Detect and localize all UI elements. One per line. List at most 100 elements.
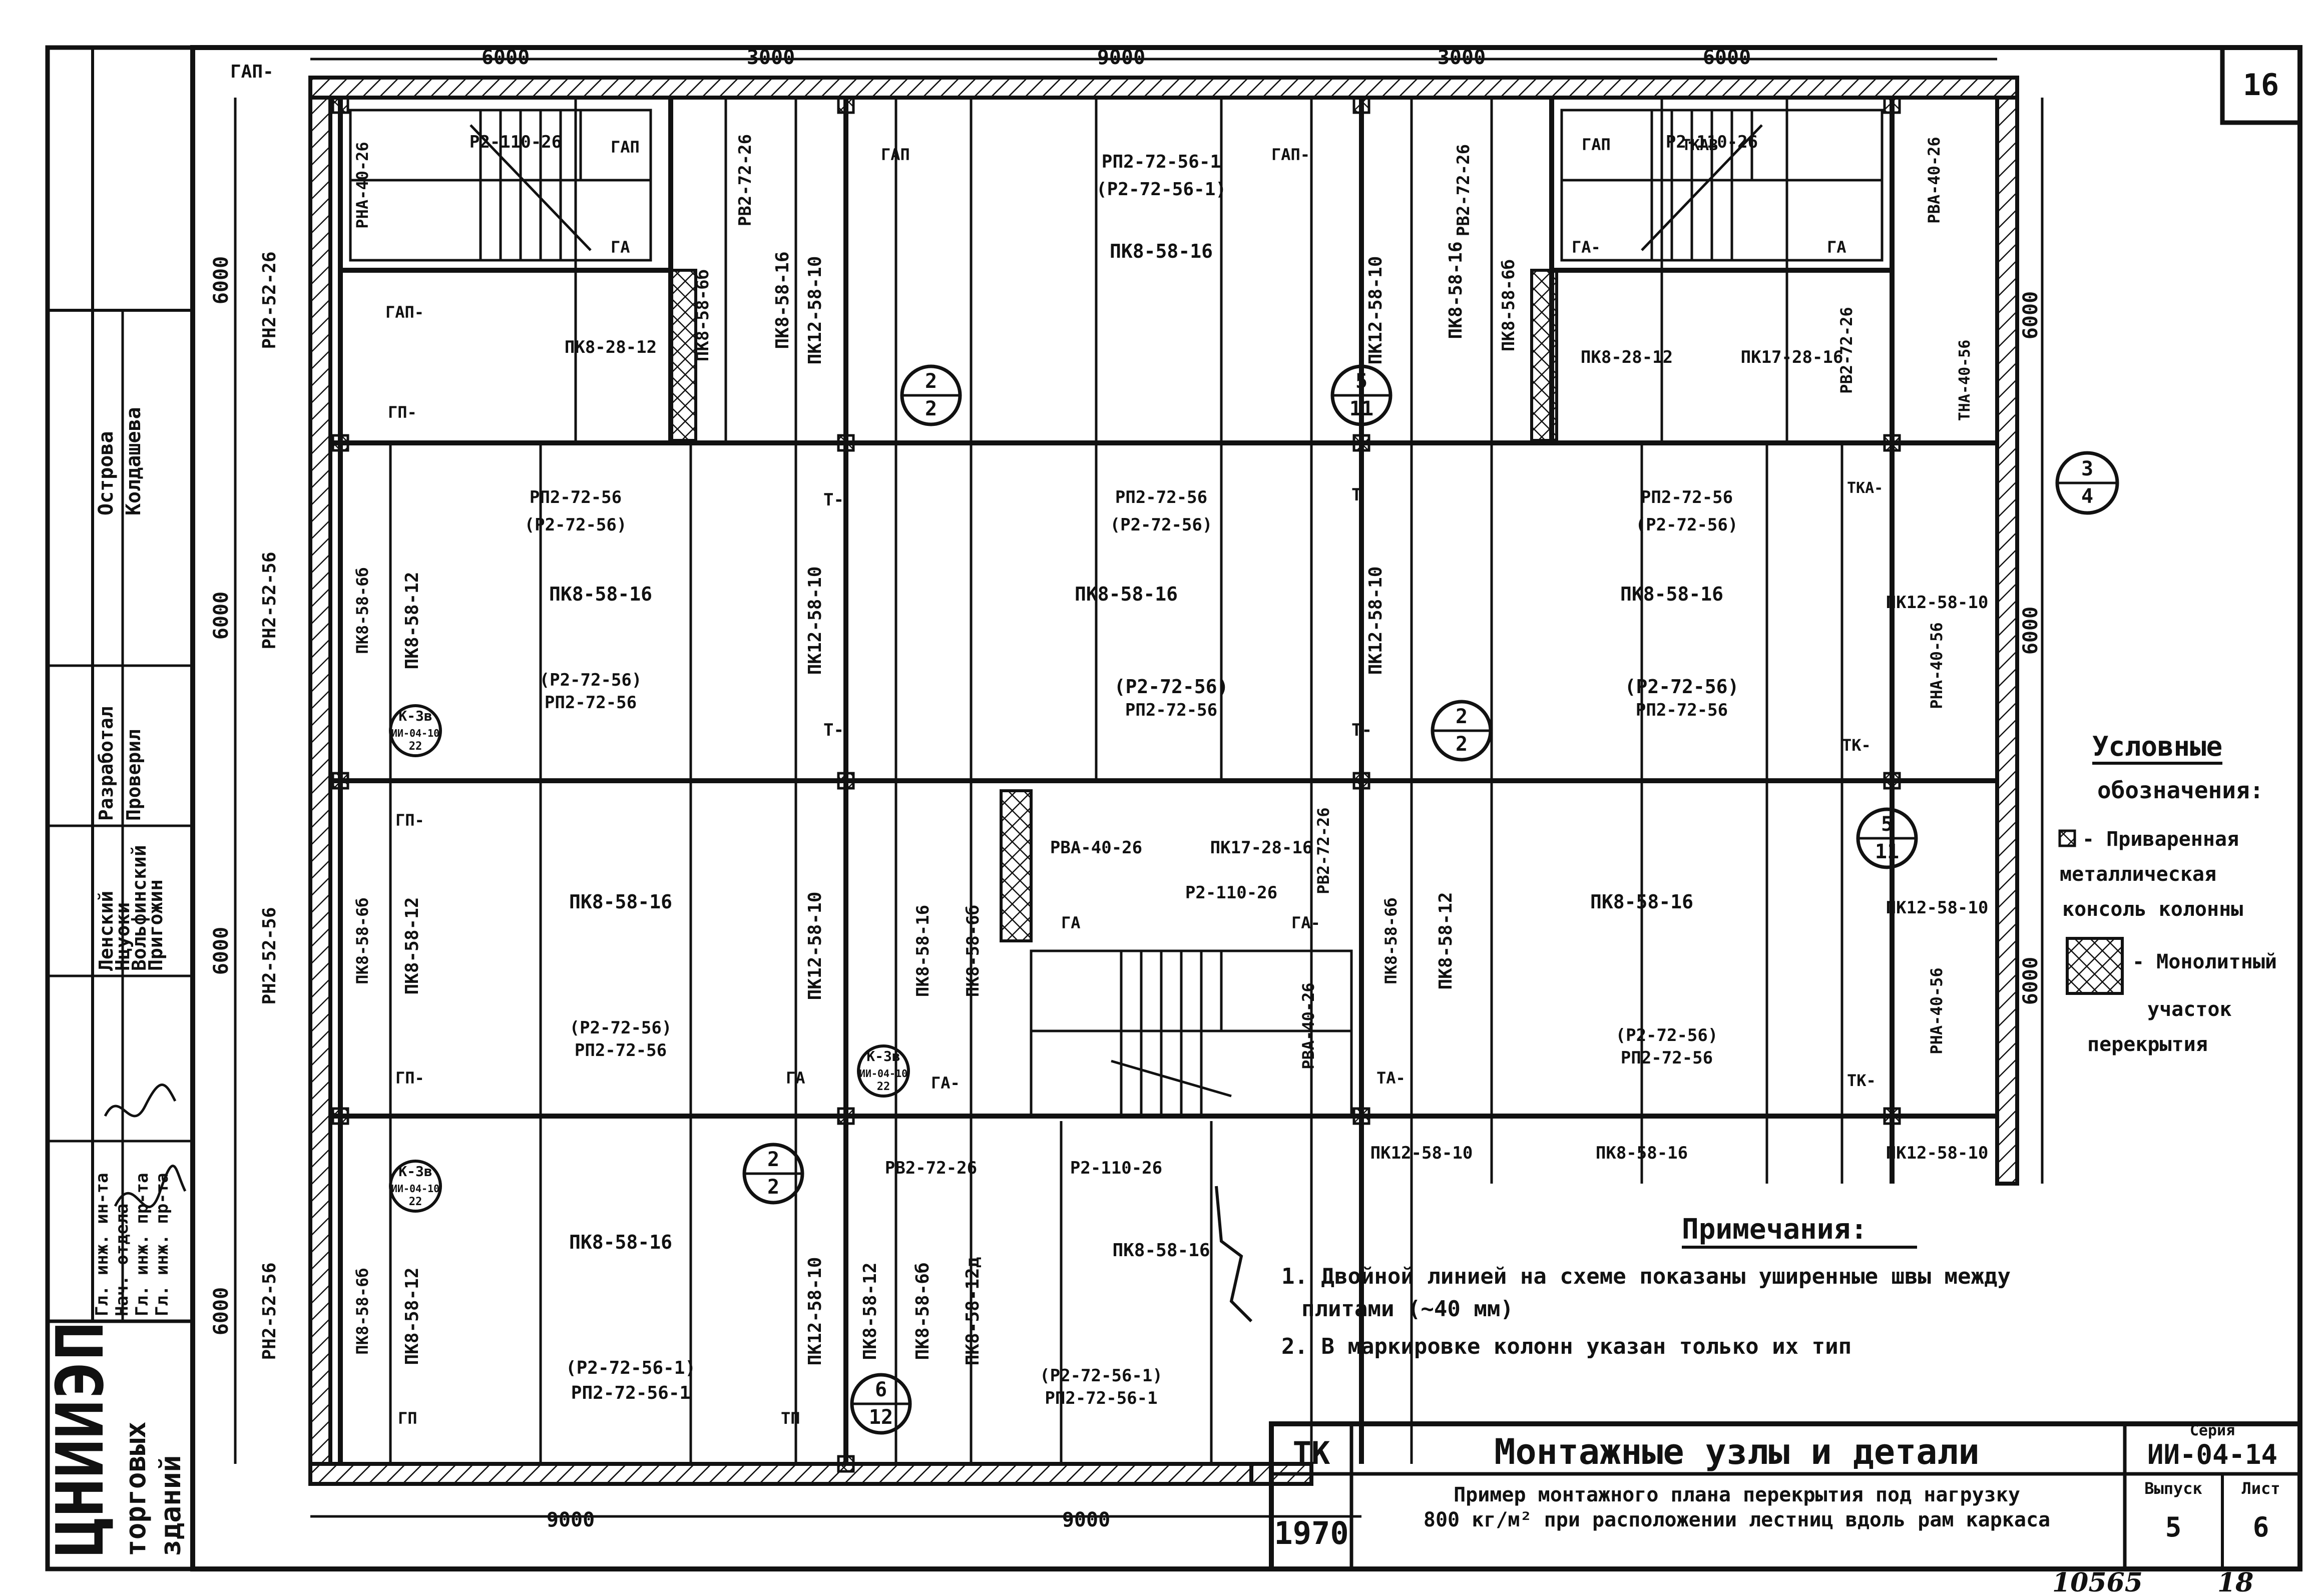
plate-label: РН2-52-56 [259,552,280,649]
plate-label: РП2-72-56 [1125,700,1217,720]
plate-label: ПК8-58-12 [402,1267,422,1365]
svg-text:4: 4 [2081,485,2093,508]
tb-subtitle-1: Пример монтажного плана перекрытия под н… [1454,1483,2020,1506]
plate-label: РН2-52-26 [259,251,280,349]
plate-label: Р2-110-26 [1185,883,1277,903]
callout: 6 12 [850,1373,912,1435]
column-ref: К-3в ИИ-04-10 22 [389,704,442,757]
plate-label: РВА-40-26 [1050,838,1142,858]
plate-label: ПК8-58-6б [353,897,372,984]
plate-label: (Р2-72-56) [570,1018,672,1038]
monolithic-symbol [2066,937,2124,995]
tb-sheet: 6 [2253,1511,2269,1543]
dim-top-3: 9000 [1097,46,1145,69]
svg-text:6: 6 [875,1378,887,1401]
tb-year: 1970 [1274,1515,1348,1551]
console-symbol [2058,829,2076,847]
stair-center [1030,949,1353,1118]
dim-right-2: 6000 [2019,607,2042,655]
plate-label: (Р2-72-56) [1625,676,1739,698]
plate-label: ПК12-58-10 [1365,256,1386,365]
legend-item1-l3: консоль колонны [2062,898,2243,921]
plate-label: ПК17-28-16 [1210,838,1313,858]
org-name: ЦНИИЭП [42,1321,118,1556]
plate-label: РП2-72-56 [1641,487,1733,507]
callout: 2 2 [900,364,962,426]
plate-label: ПК8-58-6б [353,1268,372,1354]
plate-label: ПК8-58-16 [772,251,793,349]
plate-label: ПК8-58-12 [1436,892,1456,989]
column-mark: ГП [398,1409,417,1428]
callout: 2 2 [1431,700,1493,762]
tb-series: ИИ-04-14 [2147,1439,2277,1470]
note-line-2: плитами (~40 мм) [1301,1296,1514,1322]
svg-text:2: 2 [767,1148,779,1171]
org-sub-2: зданий [155,1455,187,1556]
dim-top-1: 6000 [482,46,530,69]
dim-right-1: 6000 [2019,291,2042,339]
column-mark: Т- [1351,720,1372,740]
title-block: ТК 1970 Монтажные узлы и детали Пример м… [1269,1421,2302,1571]
dim-top-5: 6000 [1703,46,1751,69]
column-mark: ГА [611,238,630,257]
plate-label: ПК12-58-10 [1370,1143,1473,1163]
plate-label: (Р2-72-56) [540,670,642,690]
column-mark: ГП- [388,403,417,422]
plate-label: ПК12-58-10 [1886,593,1989,613]
plate-label: (Р2-72-56-1) [1096,179,1226,200]
svg-text:2: 2 [925,397,937,420]
svg-text:К-3в: К-3в [398,1163,432,1180]
dim-top-2: 3000 [747,46,795,69]
plate-label: РН2-52-56 [259,1262,280,1360]
plate-label: РВ2-72-26 [1454,144,1474,236]
plate-label: (Р2-72-56) [1616,1025,1718,1045]
legend-item1-l2: металлическая [2060,863,2216,886]
svg-text:11: 11 [1875,840,1899,863]
plate-label: ПК8-28-12 [565,337,657,357]
svg-text:22: 22 [409,1196,422,1208]
svg-text:2: 2 [1456,733,1468,756]
plate-label: ПК8-58-12 [402,897,422,994]
floor-plan: 6000 3000 9000 3000 6000 6000 6000 6000 … [210,46,2119,1531]
svg-text:3: 3 [2081,457,2093,480]
plate-label: ПК8-58-16 [1075,583,1178,605]
plate-label: (Р2-72-56) [525,515,627,535]
column-mark: ГА [786,1069,805,1088]
dim-left-3: 6000 [210,927,233,975]
column-mark: ТП [781,1409,800,1428]
column-ref: К-3в ИИ-04-10 22 [857,1044,910,1098]
plate-label: РНА-40-56 [1927,967,1946,1054]
stair-top-right [1560,109,1884,262]
plate-label: ПК12-58-10 [805,892,825,1000]
tb-series-label: Серия [2190,1422,2235,1439]
page-number: 18 [2217,1567,2253,1596]
stamp-role-2: Проверил [123,729,145,821]
plate-label: РП2-72-56 [1621,1048,1713,1068]
svg-text:22: 22 [877,1081,890,1093]
callout: 5 11 [1856,807,1918,869]
column-consoles [331,96,1901,1473]
note-line-3: 2. В маркировке колонн указан только их … [1281,1334,1851,1359]
plate-label: ПК8-58-6б [353,567,372,654]
column-mark: ГА- [1291,913,1320,932]
dim-left-4: 6000 [210,1287,233,1335]
plate-label: ПК8-58-6б [912,1262,933,1360]
legend: Условные обозначения: - Приваренная мета… [2058,731,2277,1056]
plate-label: РП2-72-56 [1115,487,1207,507]
dim-left-2: 6000 [210,592,233,640]
svg-text:12: 12 [869,1406,893,1429]
column-ref: К-3в ИИ-04-10 22 [389,1160,442,1213]
section-callouts: 2 2 5 11 3 4 2 2 [742,364,2119,1435]
column-mark: ГА [1061,913,1081,932]
column-mark: ГАП- [230,62,274,82]
plate-label: РВ2-72-26 [735,134,755,226]
column-markers: ГАП- ГАП ГАП ГАП- ГАП ТКАВ ГА ГА- ГА ГАП… [230,62,1883,1428]
column-mark: ГП- [395,811,424,830]
plate-label: ПК8-58-16 [1112,1240,1210,1261]
column-mark: Т [1351,485,1361,505]
plate-label: ПК12-58-10 [1886,1143,1989,1163]
plate-label: РВ2-72-26 [885,1158,977,1178]
plate-labels-vertical: ПК12-58-10 ПК12-58-10 ПК8-58-16 ПК8-58-1… [259,134,1974,1365]
stamp-role-5: Гл. инж. пр-та [132,1173,152,1316]
